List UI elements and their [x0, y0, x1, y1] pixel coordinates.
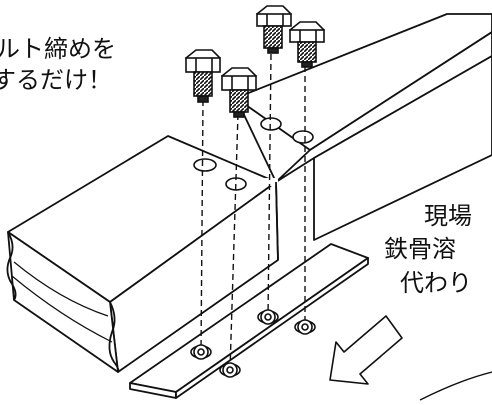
hex-bolt: [288, 21, 326, 68]
bolt-axis-lines: [200, 53, 306, 371]
outline-arrow: [329, 315, 403, 385]
hex-bolt: [220, 67, 258, 118]
hex-bolt: [184, 49, 222, 103]
hex-bolt: [255, 5, 293, 54]
splice-plate: [129, 243, 369, 399]
caption-top-line-2: するだけ！: [0, 66, 112, 94]
left-channel-member: [6, 135, 279, 373]
caption-right-line-3: 代わり: [400, 269, 472, 297]
caption-right-line-1: 現場: [424, 202, 472, 230]
caption-top-line-1: ルト締めを: [0, 35, 116, 63]
right-channel-member: [235, 13, 492, 241]
nuts: [193, 309, 313, 378]
corner-curve: [419, 371, 492, 401]
caption-right-line-2: 鉄骨溶: [384, 235, 456, 263]
